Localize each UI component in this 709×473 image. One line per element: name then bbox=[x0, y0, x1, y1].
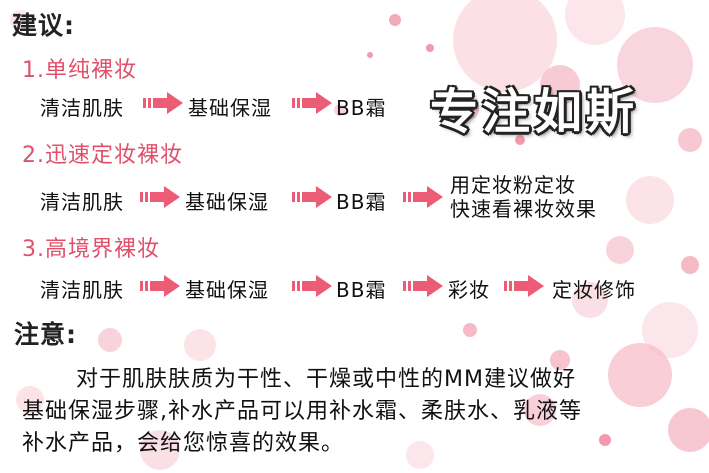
s1-step-1: 清洁肌肤 bbox=[40, 96, 124, 120]
notice-line-3: 补水产品，会给您惊喜的效果。 bbox=[22, 431, 345, 456]
s2-step-3: BB霜 bbox=[336, 190, 387, 214]
arrow-icon bbox=[143, 92, 183, 114]
brand-title: 专注如斯 bbox=[430, 84, 639, 140]
arrow-icon bbox=[292, 186, 332, 208]
heading-notice: 注意: bbox=[14, 320, 77, 349]
notice-line-1: 对于肌肤肤质为干性、干燥或中性的MM建议做好 bbox=[76, 367, 576, 392]
notice-line-2: 基础保湿步骤,补水产品可以用补水霜、柔肤水、乳液等 bbox=[22, 399, 582, 424]
arrow-icon bbox=[292, 275, 332, 297]
section-2-title: 2.迅速定妆裸妆 bbox=[22, 143, 183, 168]
section-1-title: 1.单纯裸妆 bbox=[22, 58, 137, 83]
s1-step-3: BB霜 bbox=[336, 96, 387, 120]
arrow-icon bbox=[403, 275, 443, 297]
s2-extra-line-2: 快速看裸妆效果 bbox=[450, 197, 597, 221]
s2-step-2: 基础保湿 bbox=[185, 190, 269, 214]
s3-step-1: 清洁肌肤 bbox=[40, 278, 124, 302]
arrow-icon bbox=[403, 186, 443, 208]
section-3-title: 3.高境界裸妆 bbox=[22, 237, 160, 262]
s1-step-2: 基础保湿 bbox=[188, 96, 272, 120]
arrow-icon bbox=[292, 92, 332, 114]
s3-step-4: 彩妆 bbox=[448, 278, 490, 302]
s2-extra: 用定妆粉定妆 快速看裸妆效果 bbox=[450, 173, 597, 221]
arrow-icon bbox=[504, 275, 544, 297]
arrow-icon bbox=[140, 275, 180, 297]
heading-suggestion: 建议: bbox=[12, 11, 75, 40]
s2-step-1: 清洁肌肤 bbox=[40, 190, 124, 214]
s3-step-2: 基础保湿 bbox=[185, 278, 269, 302]
arrow-icon bbox=[140, 186, 180, 208]
s3-step-3: BB霜 bbox=[336, 278, 387, 302]
s3-step-5: 定妆修饰 bbox=[552, 278, 636, 302]
s2-extra-line-1: 用定妆粉定妆 bbox=[450, 173, 576, 197]
